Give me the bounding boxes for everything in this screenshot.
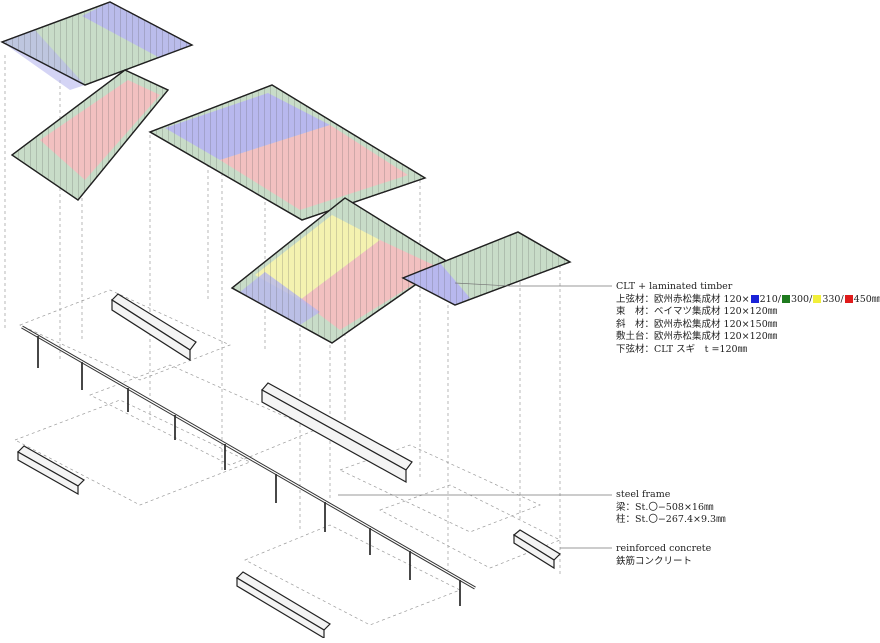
size-300: 300/ xyxy=(790,293,813,305)
size-330: 330/ xyxy=(822,293,844,305)
clt-title: CLT + laminated timber xyxy=(616,281,733,292)
footprint-outlines xyxy=(14,289,561,626)
concrete-label-block: reinforced concrete 鉄筋コンクリート xyxy=(616,543,711,568)
swatch-red xyxy=(844,294,853,303)
roof-panel-3 xyxy=(148,84,427,221)
post-spec: 束 材：ベイマツ集成材 120×120㎜ xyxy=(616,306,778,317)
sill-spec: 敷土台：欧州赤松集成材 120×120㎜ xyxy=(616,331,778,342)
column-spec: 柱：St.〇−267.4×9.3㎜ xyxy=(616,514,726,525)
roof-panel-2 xyxy=(10,69,170,201)
upper-chord-spec: 上弦材：欧州赤松集成材 120× 210/300/330/450㎜ xyxy=(616,294,880,307)
leader-lines xyxy=(338,282,612,549)
lower-chord-spec: 下弦材：CLT スギ t =120㎜ xyxy=(616,343,748,355)
concrete-walls xyxy=(17,293,561,640)
concrete-subtitle: 鉄筋コンクリート xyxy=(616,555,693,567)
size-450: 450㎜ xyxy=(853,293,880,305)
upper-chord-label: 上弦材：欧州赤松集成材 120× xyxy=(616,293,750,305)
swatch-blue xyxy=(750,294,759,303)
swatch-green xyxy=(781,294,790,303)
steel-label-block: steel frame 梁：St.〇−508×16㎜ 柱：St.〇−267.4×… xyxy=(616,489,726,527)
roof-panel-4 xyxy=(230,197,450,344)
concrete-title: reinforced concrete xyxy=(616,543,712,554)
brace-spec: 斜 材：欧州赤松集成材 120×150㎜ xyxy=(616,318,778,330)
roof-panel-5 xyxy=(401,231,572,306)
roof-panel-1 xyxy=(0,1,194,90)
beam-spec: 梁：St.〇−508×16㎜ xyxy=(616,501,714,513)
projection-lines xyxy=(4,55,561,575)
swatch-yellow xyxy=(813,294,822,303)
size-210: 210/ xyxy=(759,293,781,305)
clt-label-block: CLT + laminated timber 上弦材：欧州赤松集成材 120× 2… xyxy=(616,281,880,356)
steel-frame xyxy=(21,325,476,606)
steel-title: steel frame xyxy=(616,489,671,500)
